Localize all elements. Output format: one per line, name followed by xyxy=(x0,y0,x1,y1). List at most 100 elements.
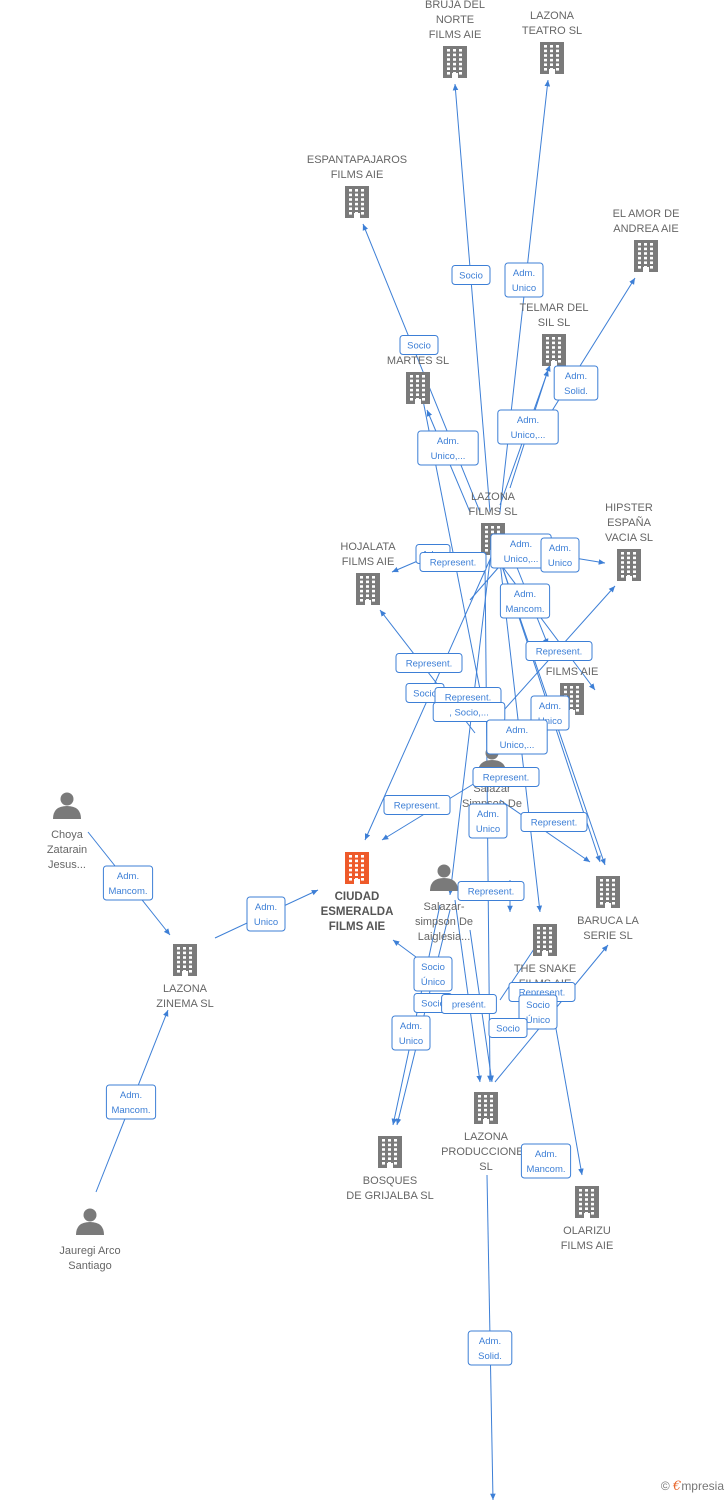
relation-label-text: Socio xyxy=(459,271,483,282)
node-label-line: FILMS AIE xyxy=(342,556,395,568)
node-label-line: BARUCA LA xyxy=(577,915,639,927)
building-icon xyxy=(345,186,369,218)
relation-label-box xyxy=(504,262,544,298)
node-label-line: LAZONA xyxy=(163,983,208,995)
relation-label-box xyxy=(472,767,540,787)
node-label-line: FILMS SL xyxy=(469,506,518,518)
relation-label-34[interactable]: Adm.Solid. xyxy=(467,1330,513,1366)
relation-label-1[interactable]: Adm.Unico xyxy=(504,262,544,298)
relation-label-text: Represent. xyxy=(468,887,514,898)
relation-label-20[interactable]: Adm.Unico xyxy=(468,803,508,839)
relationship-edge-29 xyxy=(392,939,421,961)
relation-label-box xyxy=(419,552,487,572)
node-label-line: Santiago xyxy=(68,1260,111,1272)
empresia-logo-text: mpresia xyxy=(681,1479,724,1493)
node-filmsaie[interactable]: FILMS AIE xyxy=(546,666,599,715)
relation-label-text: Unico xyxy=(538,716,562,727)
relation-label-21[interactable]: Represent. xyxy=(520,812,588,832)
relation-label-12[interactable]: Represent. xyxy=(395,653,463,673)
relation-label-text: Unico,... xyxy=(500,740,535,751)
empresia-brand[interactable]: © €mpresia xyxy=(661,1479,724,1494)
relation-label-text: Adm. xyxy=(479,1336,501,1347)
building-icon xyxy=(540,42,564,74)
node-choya[interactable]: ChoyaZatarainJesus... xyxy=(47,792,87,872)
relation-label-7[interactable]: Adm.Unico xyxy=(540,537,580,573)
node-label-line: Laiglesia... xyxy=(418,931,471,943)
relation-label-text: Unico xyxy=(476,824,500,835)
relation-label-text: Adm. xyxy=(539,701,561,712)
relation-label-23[interactable]: Adm.Unico xyxy=(246,896,286,932)
person-icon xyxy=(430,864,458,891)
relation-label-text: Adm. xyxy=(565,371,587,382)
relation-label-text: Represent. xyxy=(519,988,565,999)
relation-label-18[interactable]: Represent. xyxy=(472,767,540,787)
relation-label-33[interactable]: Adm.Mancom. xyxy=(520,1143,572,1179)
relation-label-31[interactable]: Adm.Unico xyxy=(391,1015,431,1051)
node-label-line: Jauregi Arco xyxy=(59,1245,120,1257)
relationship-edge-11 xyxy=(489,549,596,691)
node-label-line: ESPANTAPAJAROS xyxy=(307,154,407,166)
relationship-edge-0 xyxy=(452,83,491,513)
relation-label-text: Adm. xyxy=(120,1090,142,1101)
relation-label-30[interactable]: Socio xyxy=(488,1018,528,1038)
node-salazar2[interactable]: Salazar-simpson DeLaiglesia... xyxy=(415,864,473,944)
node-martes[interactable]: MARTES SL xyxy=(387,355,449,404)
relation-label-box xyxy=(457,881,525,901)
node-snake[interactable]: THE SNAKEFILMS AIE xyxy=(514,924,576,990)
building-icon xyxy=(378,1136,402,1168)
relation-label-box xyxy=(451,265,491,285)
node-label-line: Choya xyxy=(51,829,84,841)
relation-label-text: Socio xyxy=(496,1024,520,1035)
node-label-line: ESMERALDA xyxy=(321,906,394,918)
relation-label-9[interactable]: Represent. xyxy=(419,552,487,572)
node-label-line: FILMS AIE xyxy=(546,666,599,678)
relation-label-4[interactable]: Adm.Unico,... xyxy=(497,409,559,445)
relation-label-22[interactable]: Adm.Mancom. xyxy=(102,865,154,901)
relation-label-box xyxy=(102,865,154,901)
relation-label-28[interactable]: presént. xyxy=(441,994,497,1014)
relation-label-24[interactable]: Represent. xyxy=(457,881,525,901)
node-label-line: ANDREA AIE xyxy=(613,223,678,235)
relation-label-11[interactable]: Represent. xyxy=(525,641,593,661)
relation-label-0[interactable]: Socio xyxy=(451,265,491,285)
relation-label-box xyxy=(499,583,551,619)
relation-label-17[interactable]: Adm.Unico,... xyxy=(486,719,548,755)
relation-label-15[interactable]: , Socio,... xyxy=(432,702,506,722)
relation-label-text: Represent. xyxy=(483,773,529,784)
relation-label-19[interactable]: Represent. xyxy=(383,795,451,815)
relation-label-text: Mancom. xyxy=(505,604,544,615)
node-label-line: BOSQUES xyxy=(363,1175,417,1187)
relation-label-text: Mancom. xyxy=(111,1105,150,1116)
building-icon xyxy=(443,46,467,78)
node-label-line: FILMS AIE xyxy=(429,29,482,41)
relation-label-box xyxy=(488,1018,528,1038)
relation-label-text: Unico xyxy=(512,283,536,294)
relation-label-10[interactable]: Adm.Mancom. xyxy=(499,583,551,619)
copyright-symbol: © xyxy=(660,1479,670,1493)
relation-label-5[interactable]: Adm.Unico,... xyxy=(417,430,479,466)
relation-label-box xyxy=(525,641,593,661)
relation-label-2[interactable]: Socio xyxy=(399,335,439,355)
building-icon xyxy=(406,372,430,404)
relation-label-3[interactable]: Adm.Solid. xyxy=(553,365,599,401)
node-label-line: OLARIZU xyxy=(563,1225,611,1237)
relation-label-text: Unico,... xyxy=(511,430,546,441)
relation-label-32[interactable]: Adm. Mancom. xyxy=(105,1084,157,1120)
